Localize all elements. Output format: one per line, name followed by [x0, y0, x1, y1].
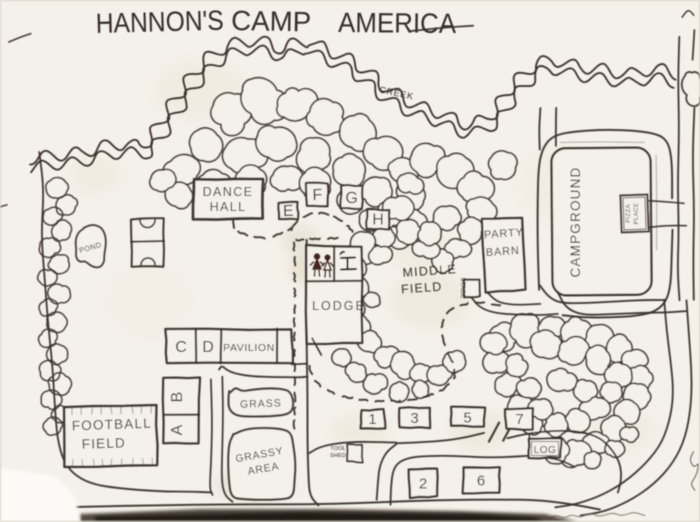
svg-text:AMERICA: AMERICA	[338, 7, 457, 39]
svg-text:E: E	[283, 203, 294, 220]
svg-text:AREA: AREA	[247, 460, 280, 477]
svg-text:HANNON'S: HANNON'S	[95, 5, 224, 39]
svg-text:D: D	[202, 339, 214, 356]
svg-text:5: 5	[463, 410, 471, 427]
svg-text:SHED: SHED	[330, 453, 346, 459]
svg-text:1: 1	[368, 411, 376, 428]
svg-text:7: 7	[515, 411, 523, 428]
svg-text:6: 6	[477, 473, 485, 490]
svg-text:C: C	[175, 339, 187, 356]
svg-text:G: G	[345, 190, 358, 207]
svg-text:LOG: LOG	[534, 445, 557, 456]
svg-text:PIZZA: PIZZA	[625, 203, 632, 223]
svg-text:BARN: BARN	[486, 245, 521, 259]
svg-text:DANCE: DANCE	[203, 185, 254, 199]
svg-text:CAMP: CAMP	[231, 5, 312, 37]
svg-text:B: B	[169, 392, 186, 403]
svg-text:STAGE: STAGE	[459, 278, 465, 299]
svg-text:TOOL: TOOL	[330, 446, 346, 452]
svg-text:2: 2	[419, 476, 427, 493]
svg-text:F: F	[312, 187, 323, 204]
svg-text:H: H	[372, 212, 384, 229]
svg-text:LODGE: LODGE	[312, 299, 366, 313]
svg-text:FOOTBALL: FOOTBALL	[72, 416, 153, 434]
svg-text:PAVILION: PAVILION	[223, 342, 275, 354]
svg-text:PARTY: PARTY	[484, 227, 524, 242]
svg-text:GRASS: GRASS	[240, 397, 282, 410]
svg-text:3: 3	[410, 410, 418, 427]
svg-text:A: A	[169, 424, 186, 435]
svg-text:PLACE: PLACE	[633, 203, 640, 225]
svg-text:MIDDLE: MIDDLE	[402, 262, 457, 280]
svg-text:FIELD: FIELD	[81, 435, 126, 452]
svg-text:HALL: HALL	[210, 200, 247, 214]
svg-text:FIELD: FIELD	[401, 280, 443, 297]
svg-text:CAMPGROUND: CAMPGROUND	[568, 166, 583, 277]
